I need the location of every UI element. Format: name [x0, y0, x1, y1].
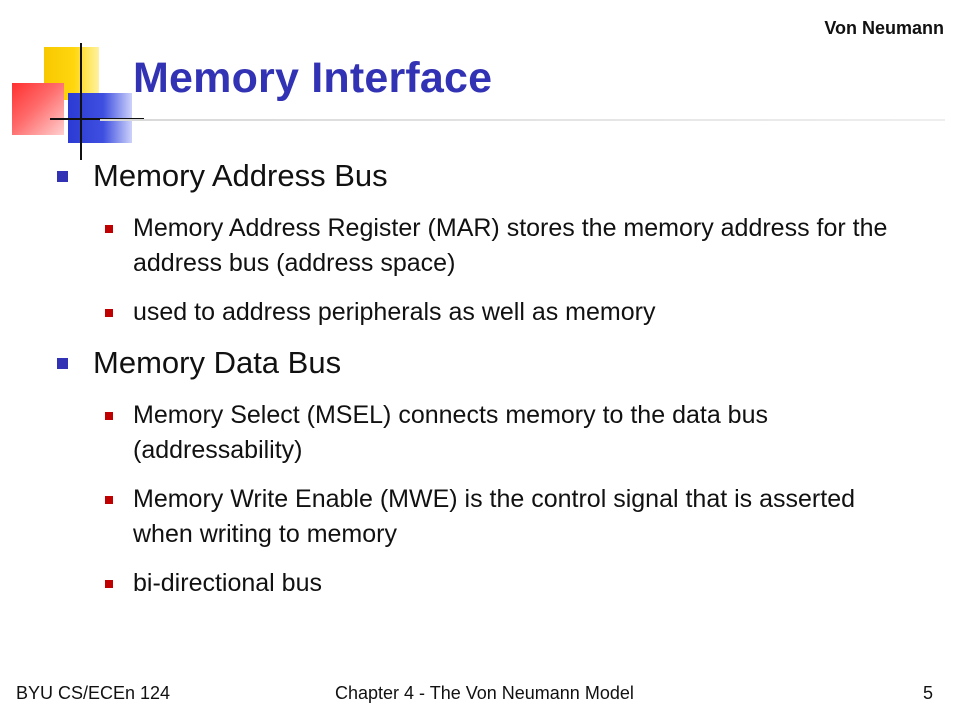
bullet-text: Memory Data Bus	[93, 345, 342, 380]
square-bullet-icon	[57, 358, 68, 369]
title-underline	[100, 119, 945, 121]
small-square-bullet-icon	[105, 412, 113, 420]
square-bullet-icon	[57, 171, 68, 182]
footer-course: BYU CS/ECEn 124	[16, 683, 171, 703]
bullet-text: bi-directional bus	[133, 569, 322, 597]
decorative-logo	[0, 0, 960, 180]
bullet-text: Memory Address Bus	[93, 158, 388, 193]
bullet-text: used to address peripherals as well as m…	[133, 298, 656, 326]
small-square-bullet-icon	[105, 580, 113, 588]
red-square-icon	[12, 83, 64, 135]
small-square-bullet-icon	[105, 225, 113, 233]
bullet-list: Memory Address Bus Memory Address Regist…	[57, 155, 907, 601]
slide-title: Memory Interface	[133, 54, 493, 102]
bullet-level2: Memory Address Register (MAR) stores the…	[105, 211, 907, 281]
bullet-level1: Memory Address Bus	[57, 155, 907, 197]
crosshair-vertical-line	[80, 43, 82, 160]
bullet-level1: Memory Data Bus	[57, 342, 907, 384]
footer-chapter: Chapter 4 - The Von Neumann Model	[335, 683, 634, 703]
section-label: Von Neumann	[824, 18, 944, 38]
bullet-level2: bi-directional bus	[105, 566, 907, 601]
bullet-level2: used to address peripherals as well as m…	[105, 295, 907, 330]
bullet-level2: Memory Select (MSEL) connects memory to …	[105, 398, 907, 468]
bullet-text: Memory Write Enable (MWE) is the control…	[133, 485, 856, 548]
small-square-bullet-icon	[105, 496, 113, 504]
page-number: 5	[922, 683, 933, 703]
bullet-text: Memory Select (MSEL) connects memory to …	[133, 401, 768, 464]
crosshair-horizontal-line	[50, 118, 144, 120]
bullet-level2: Memory Write Enable (MWE) is the control…	[105, 482, 907, 552]
bullet-text: Memory Address Register (MAR) stores the…	[133, 214, 888, 277]
small-square-bullet-icon	[105, 309, 113, 317]
